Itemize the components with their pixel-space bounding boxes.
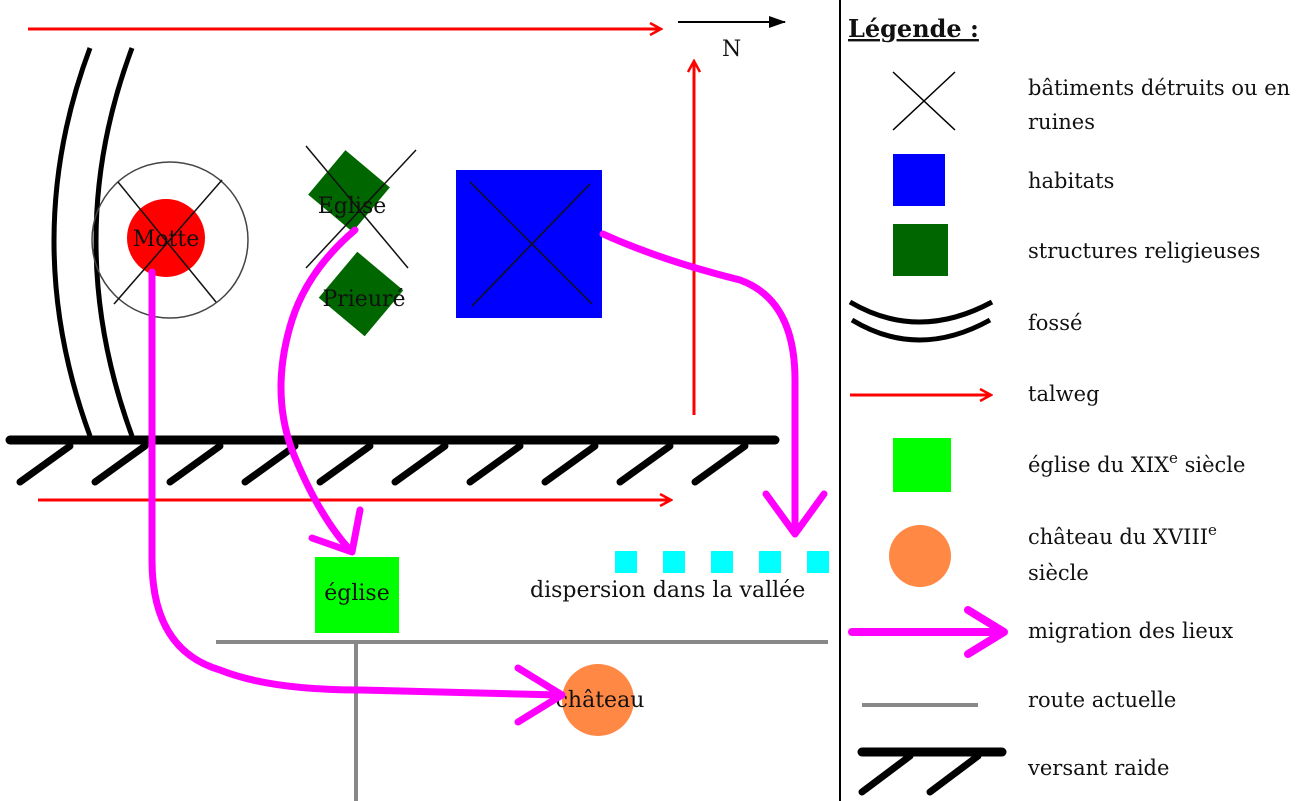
legend-item-steep-slope: versant raide (1027, 756, 1169, 780)
motte-mound (127, 199, 205, 277)
castle-18th-label: château (556, 688, 645, 713)
legend-item-castle-18th-line2: siècle (1028, 561, 1089, 585)
legend-item-ditch: fossé (1028, 311, 1082, 335)
ditch-arc-inner (93, 47, 135, 437)
priory-label: Prieuré (322, 287, 405, 312)
migration-arrowhead-valley (762, 490, 828, 538)
old-church-label: Eglise (318, 194, 387, 219)
scattered-dwellings (615, 551, 829, 573)
legend-item-migration: migration des lieux (1028, 619, 1233, 643)
legend-item-ruins-line2: ruines (1028, 110, 1095, 134)
blue-square-icon (893, 154, 945, 206)
habitat-block (456, 170, 602, 318)
migration-arrow-motte-to-chateau (148, 268, 564, 699)
legend-item-castle-18th-line1: château du XVIIIe (1028, 521, 1217, 549)
legend-item-church-19th: église du XIXe siècle (1028, 449, 1245, 477)
church-19th-block (315, 557, 399, 633)
motte-ruin-cross (113, 179, 223, 305)
legend-item-talweg: talweg (1028, 382, 1100, 406)
cross-icon (892, 71, 956, 131)
green-square-icon (893, 224, 948, 276)
migration-arrows (148, 226, 828, 726)
current-road (216, 640, 828, 801)
migration-arrowhead-new-church (308, 506, 364, 556)
north-label: N (722, 37, 741, 62)
magenta-arrow-icon (848, 606, 1008, 658)
orange-circle-icon (889, 525, 951, 587)
habitat-ruin-cross (469, 181, 593, 307)
north-arrow: N (678, 16, 786, 62)
ditch-arc-outer (51, 47, 93, 437)
old-church-block (308, 150, 390, 232)
legend-item-habitats: habitats (1028, 169, 1114, 193)
dispersion-label: dispersion dans la vallée (530, 578, 805, 603)
legend: Légende : bâtiments détruits ou en ruine… (848, 14, 1290, 796)
legend-item-religious: structures religieuses (1028, 239, 1260, 263)
legend-item-ruins-line1: bâtiments détruits ou en (1028, 76, 1290, 100)
priory-block (318, 251, 404, 337)
migration-arrowhead-chateau (514, 664, 566, 726)
bright-green-square-icon (893, 438, 951, 492)
castle-18th-circle (562, 664, 634, 736)
migration-arrow-habitat-to-valley (599, 230, 799, 536)
migration-arrow-eglise-to-new-church (277, 226, 359, 554)
steep-slope (5, 435, 780, 486)
motte-outer-ring (91, 161, 249, 319)
church-19th-label: église (324, 581, 389, 606)
old-church-ruin-cross (305, 145, 417, 269)
hatched-slope-icon (857, 747, 1007, 796)
legend-title: Légende : (848, 14, 979, 43)
motte-label: Motte (133, 227, 199, 252)
ditch-icon (848, 299, 994, 343)
legend-item-road: route actuelle (1028, 688, 1176, 712)
